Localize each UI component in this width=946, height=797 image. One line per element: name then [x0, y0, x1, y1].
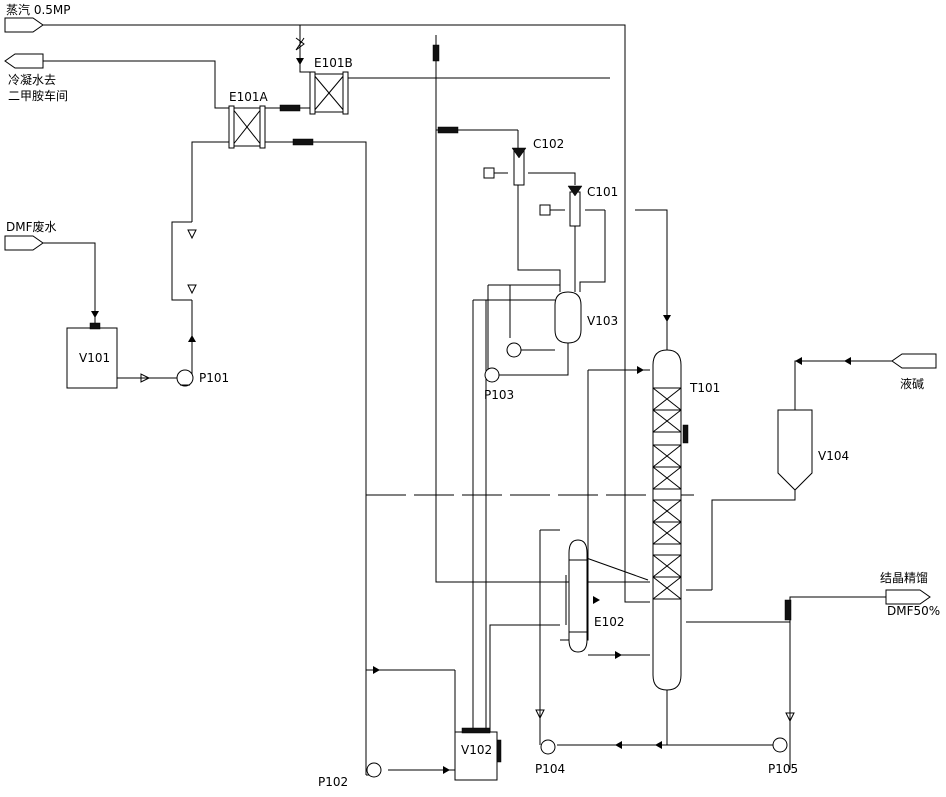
e101a-label: E101A — [229, 90, 268, 104]
piping — [43, 24, 892, 776]
p101-label: P101 — [199, 371, 229, 385]
e102-label: E102 — [594, 615, 625, 629]
p101-pump — [176, 369, 194, 387]
dmf-wastewater-inlet-arrow — [4, 235, 44, 251]
v102-tank — [454, 727, 502, 781]
v104-tank — [777, 409, 813, 491]
liquid-alkali-inlet-arrow — [891, 353, 937, 369]
t101-label: T101 — [689, 381, 720, 395]
valves-and-instruments — [140, 37, 795, 723]
t101-column — [652, 349, 689, 691]
p105-label: P105 — [768, 762, 798, 776]
steam-inlet-arrow — [4, 17, 44, 33]
flow-arrows — [91, 58, 851, 774]
v103-vessel — [554, 291, 582, 344]
condensate-label-line1: 冷凝水去 — [8, 72, 56, 87]
p104-pump — [540, 739, 556, 755]
e101b-label: E101B — [314, 56, 353, 70]
c101-label: C101 — [587, 185, 618, 199]
crystallization-label-line2: DMF50% — [887, 604, 940, 618]
v103-label: V103 — [587, 314, 618, 328]
p103-label: P103 — [484, 388, 514, 402]
v101-label: V101 — [79, 351, 110, 365]
v102-label: V102 — [461, 743, 492, 757]
v101-tank — [66, 322, 118, 389]
e101b-heat-exchanger — [309, 71, 349, 115]
condensate-label-line2: 二甲胺车间 — [8, 88, 68, 103]
p104-label: P104 — [535, 762, 565, 776]
c102-label: C102 — [533, 137, 564, 151]
condensate-outlet-arrow — [4, 53, 44, 69]
v104-label: V104 — [818, 449, 849, 463]
steam-label: 蒸汽 0.5MP — [6, 2, 71, 17]
p102-pump — [366, 762, 382, 778]
p102-label: P102 — [318, 775, 348, 789]
crystallization-label-line1: 结晶精馏 — [880, 571, 928, 585]
p103-pump — [484, 342, 522, 383]
e101a-heat-exchanger — [228, 105, 266, 149]
p105-pump — [772, 737, 788, 753]
liquid-alkali-label: 液碱 — [900, 376, 924, 391]
c101-condenser — [539, 185, 583, 227]
crystallization-outlet-arrow — [885, 589, 931, 605]
dmf-wastewater-label: DMF废水 — [6, 219, 57, 234]
e102-reboiler — [565, 539, 588, 653]
c102-condenser — [483, 147, 527, 186]
